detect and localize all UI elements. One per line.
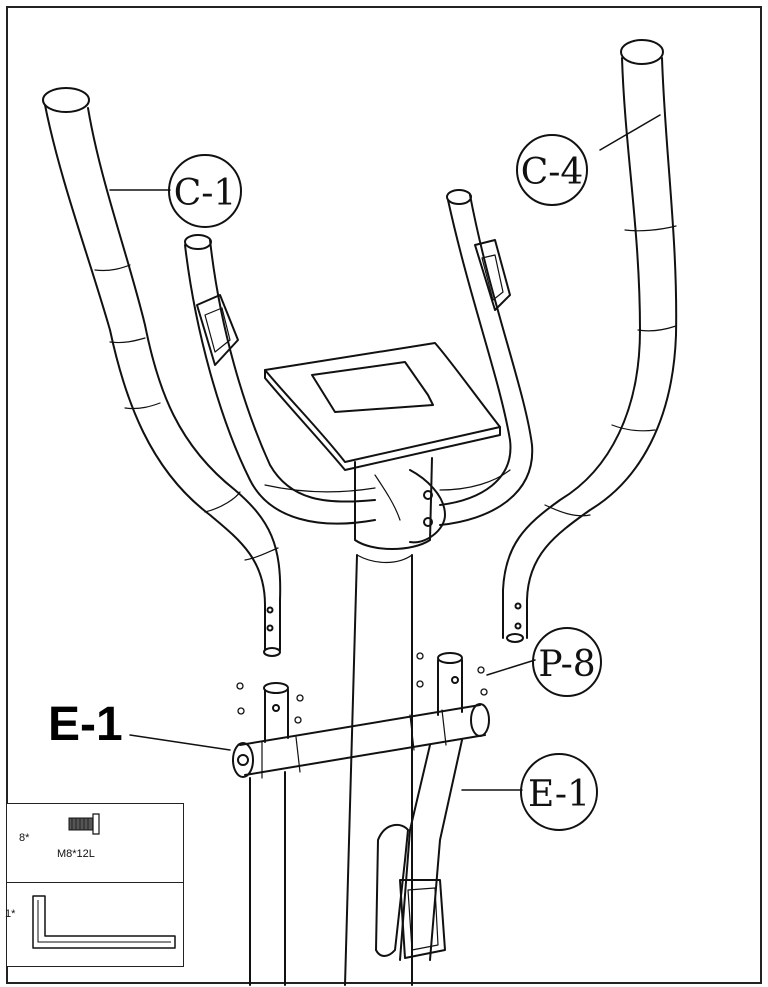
allen-key-icon <box>32 895 176 949</box>
diagram-frame <box>6 6 762 984</box>
left-handlebar <box>42 87 282 657</box>
lower-arms <box>232 652 490 986</box>
main-mast <box>344 554 413 986</box>
callout-c4-circle <box>516 134 588 206</box>
callout-e1-right-label: E-1 <box>528 774 590 815</box>
callout-c1-label: C-1 <box>174 173 237 214</box>
callout-c1-circle <box>168 154 242 228</box>
bolt-quantity: 8* <box>19 832 30 844</box>
console <box>264 342 501 550</box>
hardware-box: 8* M8*12L 1* <box>5 803 184 967</box>
leader-lines <box>109 114 661 791</box>
right-handlebar <box>502 39 678 643</box>
callout-c4-label: C-4 <box>521 152 584 193</box>
callout-e1-right-circle <box>520 753 598 831</box>
callout-p8-label: P-8 <box>538 644 595 685</box>
inner-handlebar <box>184 189 534 526</box>
allen-key-quantity: 1* <box>5 908 16 920</box>
callout-p8-circle <box>532 627 602 697</box>
callout-e1-left-label: E-1 <box>48 698 123 751</box>
bolt-name: M8*12L <box>57 848 95 860</box>
hardware-divider <box>7 882 183 883</box>
bolt-icon <box>68 813 100 835</box>
bolts <box>236 652 488 724</box>
